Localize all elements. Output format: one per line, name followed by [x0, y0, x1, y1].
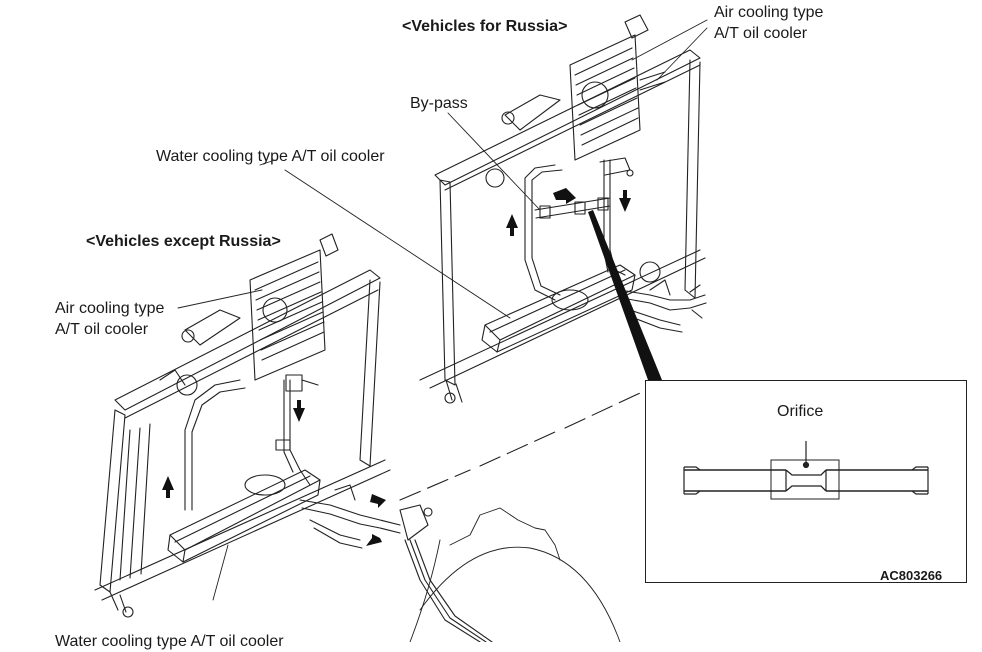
- except-russia-air-cooler-label-line2: A/T oil cooler: [55, 321, 149, 338]
- except-russia-air-cooler: [181, 233, 339, 381]
- orifice-label: Orifice: [777, 403, 824, 420]
- flow-arrow-icon: [162, 476, 174, 498]
- except-russia-water-cooler-label: Water cooling type A/T oil cooler: [55, 633, 284, 650]
- flow-arrow-icon: [506, 214, 518, 236]
- except-russia-heading: <Vehicles except Russia>: [86, 233, 281, 250]
- flow-arrow-icon: [619, 190, 631, 212]
- russia-water-cooler: [481, 264, 636, 353]
- russia-air-cooler-label-line1: Air cooling type: [714, 4, 824, 21]
- russia-air-cooler: [501, 14, 666, 161]
- except-russia-water-cooler: [167, 469, 321, 563]
- orifice-tube-drawing: [683, 441, 929, 500]
- orifice-detail-inset: Orifice AC803266: [645, 380, 967, 583]
- inset-pointer: [588, 210, 662, 380]
- russia-heading: <Vehicles for Russia>: [402, 18, 568, 35]
- leader-lines: [177, 19, 708, 601]
- except-russia-radiator: [94, 269, 391, 618]
- flow-arrows: [162, 188, 631, 546]
- russia-water-cooler-label: Water cooling type A/T oil cooler: [156, 148, 385, 165]
- flow-arrow-icon: [370, 494, 386, 508]
- except-russia-pipes: [184, 374, 319, 511]
- russia-air-cooler-label-line2: A/T oil cooler: [714, 25, 808, 42]
- except-russia-lines: [299, 484, 493, 642]
- flow-arrow-icon: [293, 400, 305, 422]
- flow-arrow-icon: [553, 188, 576, 204]
- flow-arrow-icon: [366, 534, 382, 546]
- bypass-label: By-pass: [410, 95, 468, 112]
- transmission-outline: [409, 507, 621, 642]
- figure-code: AC803266: [880, 568, 943, 583]
- connection-dash-line: [399, 392, 641, 501]
- russia-hoses: [619, 279, 707, 333]
- except-russia-air-cooler-label-line1: Air cooling type: [55, 300, 165, 317]
